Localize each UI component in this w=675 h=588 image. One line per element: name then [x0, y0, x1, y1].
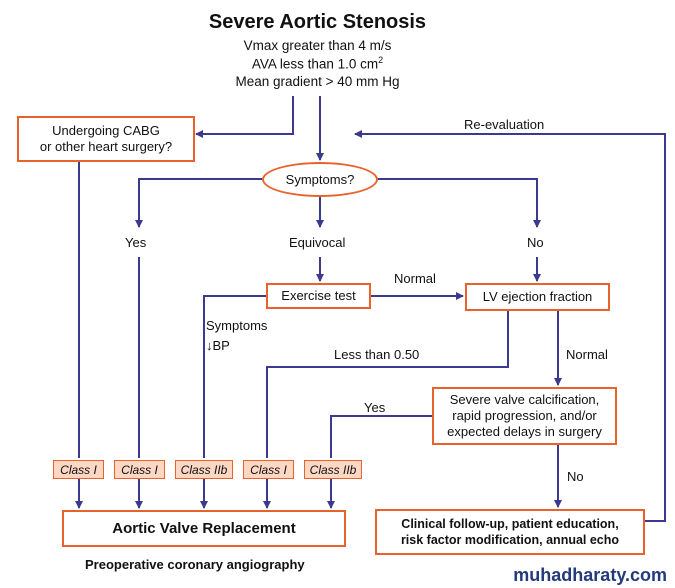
clinical-follow-up-box: Clinical follow-up, patient education, r…: [375, 509, 645, 555]
arrow-exercise-symptoms: [203, 295, 266, 458]
criteria-vmax: Vmax greater than 4 m/s: [243, 38, 392, 53]
lv-ejection-fraction-box: LV ejection fraction: [465, 283, 610, 311]
arrow-symptoms-yes: [135, 178, 262, 228]
exercise-test-box: Exercise test: [266, 283, 371, 309]
arrow-reevaluation: [354, 130, 666, 522]
arrow-header-to-cabg: [195, 96, 294, 138]
arrow-calc-yes: [330, 415, 432, 458]
label-no: No: [527, 235, 544, 250]
class-badge: Class IIb: [304, 460, 362, 479]
label-normal-exercise: Normal: [394, 271, 436, 286]
label-less-than: Less than 0.50: [334, 347, 420, 362]
label-no-calc: No: [567, 469, 584, 484]
label-reevaluation: Re-evaluation: [464, 117, 545, 132]
label-symptoms-bp: Symptoms: [206, 318, 268, 333]
arrow-lvef-less-than: [266, 311, 509, 458]
class-badge: Class I: [114, 460, 165, 479]
cabg-box: Undergoing CABG or other heart surgery?: [17, 116, 195, 162]
page-title: Severe Aortic Stenosis: [208, 11, 427, 33]
symptoms-node: Symptoms?: [262, 162, 378, 197]
aortic-valve-replacement-box: Aortic Valve Replacement: [62, 510, 346, 547]
watermark-logo: muhadharaty.com: [513, 565, 667, 585]
footer-note: Preoperative coronary angiography: [85, 557, 305, 572]
class-badge: Class I: [243, 460, 294, 479]
label-normal-lvef: Normal: [566, 347, 608, 362]
label-yes: Yes: [125, 235, 147, 250]
criteria-ava: AVA less than 1.0 cm2: [251, 55, 384, 72]
class-badge: Class IIb: [175, 460, 233, 479]
label-decreased-bp: ↓BP: [206, 338, 230, 353]
class-badge: Class I: [53, 460, 104, 479]
label-equivocal: Equivocal: [289, 235, 346, 250]
label-yes-calc: Yes: [364, 400, 386, 415]
arrow-symptoms-no: [378, 178, 541, 228]
valve-calcification-box: Severe valve calcification, rapid progre…: [432, 387, 617, 445]
criteria-gradient: Mean gradient > 40 mm Hg: [235, 74, 400, 89]
